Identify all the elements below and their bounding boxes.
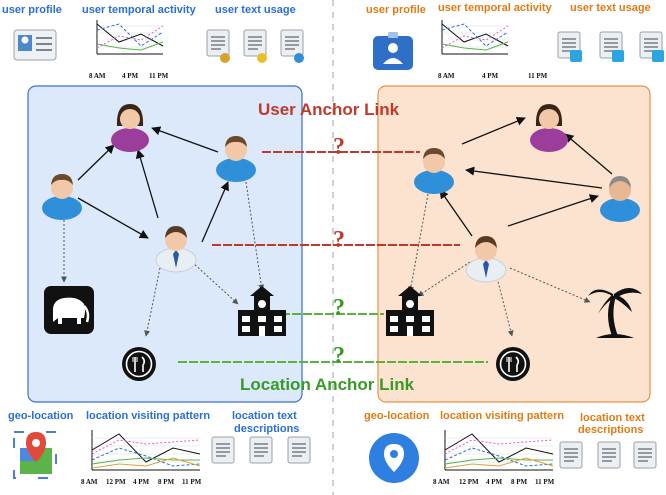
left-location-time-tick: 4 PM [133,478,150,486]
right-location-time-tick: 8 AM [433,478,450,486]
location-anchor-question-mark: ? [333,343,345,369]
right-time-tick: 4 PM [482,72,499,80]
left-user-text-usage-label: user text usage [215,4,296,16]
right-user-profile-label: user profile [366,4,426,16]
right-location-visiting-pattern-label: location visiting pattern [440,410,565,422]
right-text-docs-icon [557,31,664,62]
left-user-edges [77,126,229,243]
left-time-tick: 11 PM [149,72,169,80]
left-location-text-label: location text [232,410,297,422]
left-map-pin-icon [13,431,57,479]
right-location-edges [408,193,591,337]
left-time-tick: 4 PM [122,72,139,80]
right-location-time-tick: 12 PM [459,478,479,486]
right-geo-location-label: geo-location [364,410,430,422]
right-location-text-label: location text [580,412,645,424]
left-user-temporal-activity-label: user temporal activity [82,4,196,16]
right-location-descriptions-label: descriptions [578,424,644,436]
left-time-tick: 8 AM [89,72,106,80]
right-location-pin-icon [369,433,419,483]
left-text-docs-icon [206,29,304,63]
left-restaurant-location-icon [121,346,157,382]
location-anchor-link-label: Location Anchor Link [240,375,415,394]
right-location-time-tick: 8 PM [511,478,528,486]
location-anchor-question-mark: ? [333,295,345,321]
left-location-visiting-pattern-label: location visiting pattern [86,410,211,422]
left-location-time-tick: 11 PM [182,478,202,486]
right-location-time-tick: 11 PM [535,478,555,486]
right-user-edges [439,116,613,237]
right-user-temporal-activity-chart [441,19,509,55]
left-location-time-tick: 8 AM [81,478,98,486]
left-location-descriptions-label: descriptions [234,423,300,435]
user-anchor-links [212,151,460,246]
right-user-text-usage-label: user text usage [570,2,651,14]
left-location-time-tick: 12 PM [106,478,126,486]
left-user-profile-label: user profile [2,4,62,16]
user-anchor-question-mark: ? [333,227,345,253]
left-location-edges [61,181,265,337]
right-time-tick: 11 PM [528,72,548,80]
right-user-temporal-activity-label: user temporal activity [438,2,552,14]
right-palm-location-icon [588,288,642,338]
left-location-time-tick: 8 PM [158,478,175,486]
right-location-visiting-pattern-chart [444,429,554,471]
location-anchor-links [178,313,488,363]
left-elephant-location-icon [44,286,94,334]
left-profile-card-icon [13,29,57,61]
user-anchor-link-label: User Anchor Link [258,100,400,119]
right-time-tick: 8 AM [438,72,455,80]
user-anchor-question-mark: ? [333,134,345,160]
left-location-docs-icon [211,436,311,464]
left-user-temporal-activity-chart [96,19,164,55]
right-restaurant-location-icon [495,346,531,382]
left-location-visiting-pattern-chart [91,429,201,471]
left-geo-location-label: geo-location [8,410,74,422]
right-location-time-tick: 4 PM [486,478,503,486]
right-location-docs-icon [559,441,657,469]
right-profile-card-icon [373,32,413,70]
